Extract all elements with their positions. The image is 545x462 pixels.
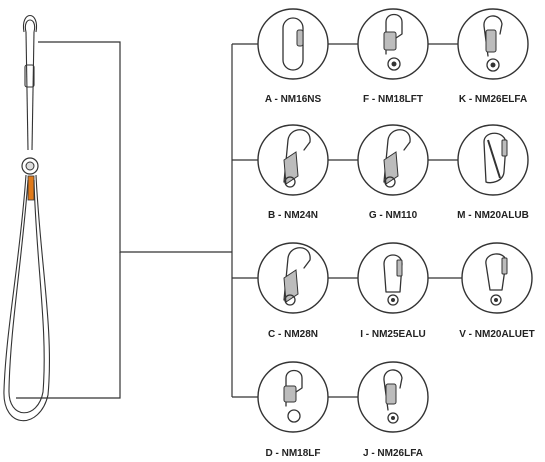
connector-j[interactable]: J - NM26LFA xyxy=(357,361,429,459)
connector-label: J - NM26LFA xyxy=(363,448,423,459)
connector-m[interactable]: M - NM20ALUB xyxy=(457,124,529,221)
connector-label: M - NM20ALUB xyxy=(457,210,529,221)
connector-d[interactable]: D - NM18LF xyxy=(257,361,329,459)
connector-c[interactable]: C - NM28N xyxy=(257,242,329,340)
swivel-carabiner-icon xyxy=(383,254,403,306)
connector-label: B - NM24N xyxy=(268,210,318,221)
swivel-carabiner-icon xyxy=(485,253,508,306)
connector-g[interactable]: G - NM110 xyxy=(357,124,429,221)
connector-f[interactable]: F - NM18LFT xyxy=(357,8,429,105)
connector-v[interactable]: V - NM20ALUET xyxy=(459,242,535,340)
large-scaffold-hook-icon xyxy=(383,129,411,188)
connector-label: A - NM16NS xyxy=(265,94,322,105)
connector-a[interactable]: A - NM16NS xyxy=(257,8,329,105)
lanyard-icon xyxy=(3,15,50,422)
connector-label: F - NM18LFT xyxy=(363,94,423,105)
connector-label: D - NM18LF xyxy=(266,448,321,459)
connector-label: K - NM26ELFA xyxy=(459,94,527,105)
swivel-auto-lock-hook-icon xyxy=(383,369,403,424)
connector-label: V - NM20ALUET xyxy=(459,329,535,340)
oval-screwgate-carabiner-icon xyxy=(282,17,304,71)
connector-i[interactable]: I - NM25EALU xyxy=(357,242,429,340)
connector-label: G - NM110 xyxy=(369,210,418,221)
connector-lines xyxy=(16,41,462,399)
swivel-auto-lock-hook-icon xyxy=(483,15,503,72)
large-scaffold-hook-icon xyxy=(283,247,311,306)
connector-label: I - NM25EALU xyxy=(360,329,426,340)
connector-label: C - NM28N xyxy=(268,329,318,340)
snap-hook-icon xyxy=(283,369,303,423)
swivel-snap-hook-icon xyxy=(383,13,403,71)
large-scaffold-hook-icon xyxy=(283,129,311,188)
connector-k[interactable]: K - NM26ELFA xyxy=(457,8,529,105)
connector-b[interactable]: B - NM24N xyxy=(257,124,329,221)
d-shape-carabiner-icon xyxy=(483,132,508,184)
